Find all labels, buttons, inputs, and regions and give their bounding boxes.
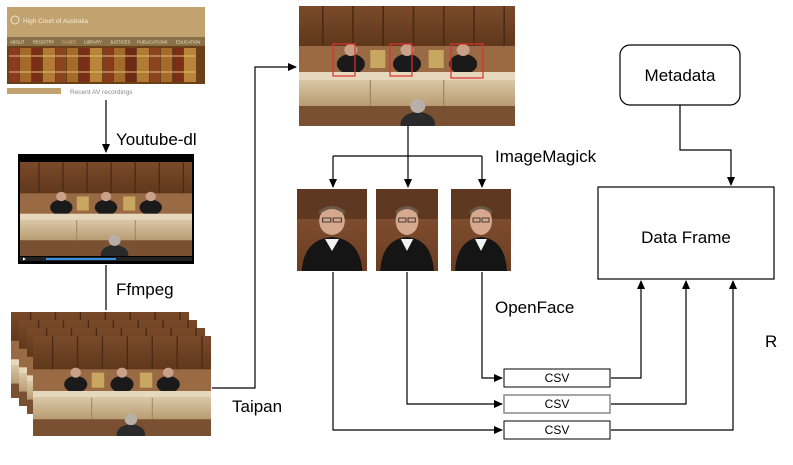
csv-label-3: CSV [545,423,570,437]
youtube-dl-label: Youtube-dl [116,130,197,149]
face-detection-boxes [332,43,484,79]
face-crop-2 [376,189,438,271]
imagemagick-label: ImageMagick [495,147,597,166]
website-nav-item: ABOUT [10,40,25,45]
metadata-box: Metadata [619,44,741,106]
website-nav-item: JUSTICES [110,40,130,45]
openface-label: OpenFace [495,298,574,317]
courtroom-frame [299,6,515,136]
extracted-frames-stack [11,312,211,444]
arrow-csv1-to-dataframe [611,280,645,379]
arrow-frames-to-courtroom [212,63,297,389]
face-crop-3 [451,189,511,271]
r-label: R [765,332,777,351]
face-crop-1 [297,189,367,271]
data-frame-label: Data Frame [641,228,731,247]
youtube-video-frame [18,154,194,264]
website-caption: Recent AV recordings [70,89,133,96]
website-nav-item: CASES [62,40,76,45]
book-spines [9,48,196,82]
website-nav-item: REGISTRY [33,40,55,45]
taipan-label: Taipan [232,397,282,416]
arrow-csv3-to-dataframe [611,280,737,431]
play-icon [23,257,26,261]
csv-box-2: CSV [503,394,611,414]
video-progress-bar [46,258,116,260]
hca-website-thumbnail: High Court of Australia ABOUT REGISTRY CAS… [7,7,205,96]
arrow-face3-to-csv1 [481,272,503,382]
arrow-face1-to-csv3 [332,272,503,434]
metadata-label: Metadata [645,66,716,85]
website-title: High Court of Australia [23,18,88,25]
arrow-csv2-to-dataframe [611,280,690,405]
csv-box-3: CSV [503,420,611,440]
csv-box-1: CSV [503,368,611,388]
website-nav-item: EDUCATION [176,40,200,45]
ffmpeg-label: Ffmpeg [116,280,174,299]
csv-label-2: CSV [545,397,570,411]
arrow-metadata-to-dataframe [679,105,735,186]
connectors [102,63,737,434]
data-frame-box: Data Frame [597,186,775,280]
arrow-face2-to-csv2 [406,272,503,408]
website-nav: ABOUT REGISTRY CASES LIBRARY JUSTICES PUBLICA… [10,40,200,45]
hca-crest-icon [10,15,20,25]
website-nav-item: PUBLICATIONS [137,40,168,45]
csv-label-1: CSV [545,371,570,385]
website-nav-item: LIBRARY [84,40,102,45]
